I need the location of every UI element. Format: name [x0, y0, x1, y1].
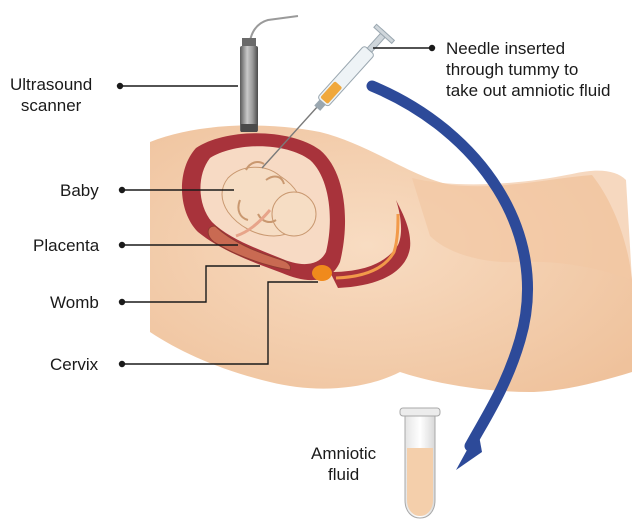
label-amniotic-fluid: Amniotic fluid — [311, 443, 376, 485]
leader-dot-placenta — [120, 243, 125, 248]
label-needle-line-1: Needle inserted — [446, 38, 610, 59]
label-ultrasound-line-1: Ultrasound — [10, 74, 92, 95]
label-ultrasound-line-2: scanner — [10, 95, 92, 116]
label-needle-line-2: through tummy to — [446, 59, 610, 80]
ultrasound-probe — [240, 16, 298, 132]
label-baby: Baby — [60, 180, 99, 201]
leader-dot-cervix — [120, 362, 125, 367]
leader-dot-baby — [120, 188, 125, 193]
baby-head — [272, 192, 316, 236]
arrow-head — [456, 430, 482, 470]
tube-fluid — [407, 448, 433, 516]
leader-dot-ultrasound — [118, 84, 123, 89]
label-cervix: Cervix — [50, 354, 98, 375]
probe-tip — [241, 124, 257, 132]
label-womb: Womb — [50, 292, 99, 313]
label-needle-line-3: take out amniotic fluid — [446, 80, 610, 101]
test-tube — [400, 408, 440, 518]
label-ultrasound-scanner: Ultrasound scanner — [10, 74, 92, 116]
label-fluid-line-2: fluid — [311, 464, 376, 485]
syringe-plunger — [367, 33, 385, 52]
label-placenta: Placenta — [33, 235, 99, 256]
probe-body — [240, 46, 258, 132]
cervix-shape — [312, 265, 332, 281]
label-fluid-line-1: Amniotic — [311, 443, 376, 464]
label-needle: Needle inserted through tummy to take ou… — [446, 38, 610, 101]
leader-dot-womb — [120, 300, 125, 305]
leader-dot-needle — [430, 46, 435, 51]
tube-rim — [400, 408, 440, 416]
